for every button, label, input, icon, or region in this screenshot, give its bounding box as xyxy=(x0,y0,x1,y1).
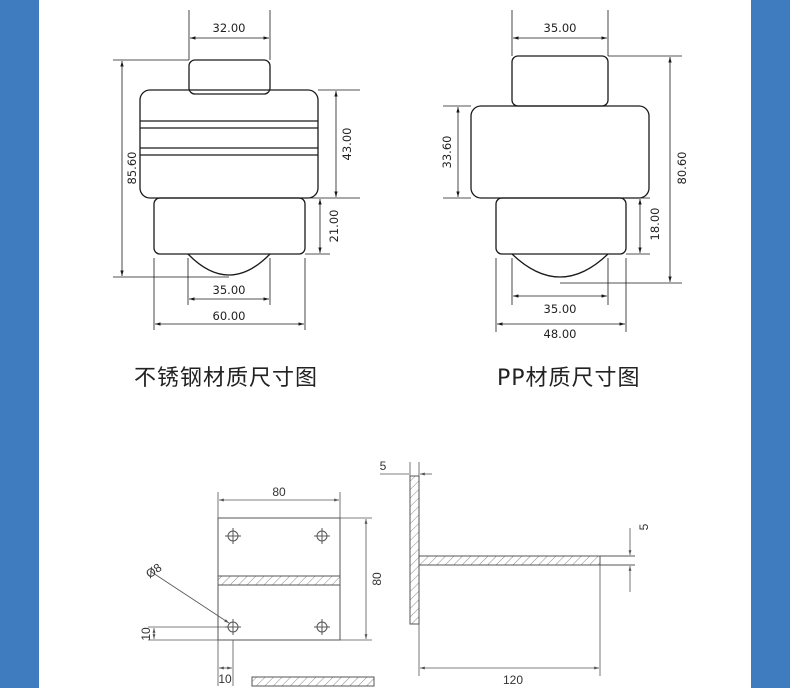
pp-top-cap xyxy=(511,55,609,107)
pp-body xyxy=(470,105,650,199)
pp-dim-body-height: 33.60 xyxy=(440,136,454,169)
pp-ball xyxy=(511,253,609,278)
pp-caster-dimensions xyxy=(443,10,682,332)
steel-dim-top-width: 32.00 xyxy=(213,21,246,35)
bracket-dim-length: 120 xyxy=(503,673,523,687)
bracket-dim-edge-v: 10 xyxy=(139,627,153,641)
bracket-dim-height: 80 xyxy=(370,572,384,586)
pp-dim-top-width: 35.00 xyxy=(544,21,577,35)
steel-lower-housing xyxy=(153,197,306,255)
steel-dim-lower-height: 21.00 xyxy=(327,210,341,243)
left-side-bar xyxy=(0,0,39,688)
bracket-front-rib xyxy=(217,575,341,586)
pp-dim-ball-width: 35.00 xyxy=(544,302,577,316)
right-side-bar xyxy=(751,0,790,688)
bracket-vertical-plate xyxy=(409,475,420,625)
bracket-dim-thickness-right: 5 xyxy=(637,523,651,530)
mounting-hole-bottom-right xyxy=(314,619,330,635)
steel-ball xyxy=(187,253,271,276)
pp-lower-housing xyxy=(495,197,627,255)
steel-dim-total-height: 85.60 xyxy=(125,152,139,185)
bracket-front-view xyxy=(217,517,375,687)
steel-dim-base-width: 60.00 xyxy=(213,309,246,323)
pp-dim-total-height: 80.60 xyxy=(675,152,689,185)
mounting-hole-top-left xyxy=(225,528,241,544)
pp-dim-lower-height: 18.00 xyxy=(648,208,662,241)
bracket-dim-edge-h: 10 xyxy=(218,672,232,686)
bracket-dim-width: 80 xyxy=(272,485,286,499)
pp-caster-drawing xyxy=(470,55,650,278)
steel-caster-caption: 不锈钢材质尺寸图 xyxy=(134,366,319,391)
bracket-lower-rib xyxy=(251,676,375,687)
steel-dim-body-height: 43.00 xyxy=(340,128,354,161)
mounting-hole-top-right xyxy=(314,528,330,544)
bracket-side-dimensions xyxy=(380,462,632,676)
pp-caster-caption: PP材质尺寸图 xyxy=(497,366,641,391)
steel-caster-dimensions xyxy=(113,10,360,330)
bracket-side-view xyxy=(409,475,635,625)
steel-dim-ball-width: 35.00 xyxy=(213,283,246,297)
steel-caster-drawing xyxy=(139,59,319,276)
steel-body xyxy=(139,89,319,199)
pp-dim-base-width: 48.00 xyxy=(544,327,577,341)
bracket-dim-hole-dia: Ø8 xyxy=(143,560,164,581)
bracket-dim-thickness-top: 5 xyxy=(380,459,387,473)
bracket-front-dimensions xyxy=(148,492,372,686)
steel-top-cap xyxy=(188,59,271,95)
bracket-horizontal-arm xyxy=(418,555,601,566)
